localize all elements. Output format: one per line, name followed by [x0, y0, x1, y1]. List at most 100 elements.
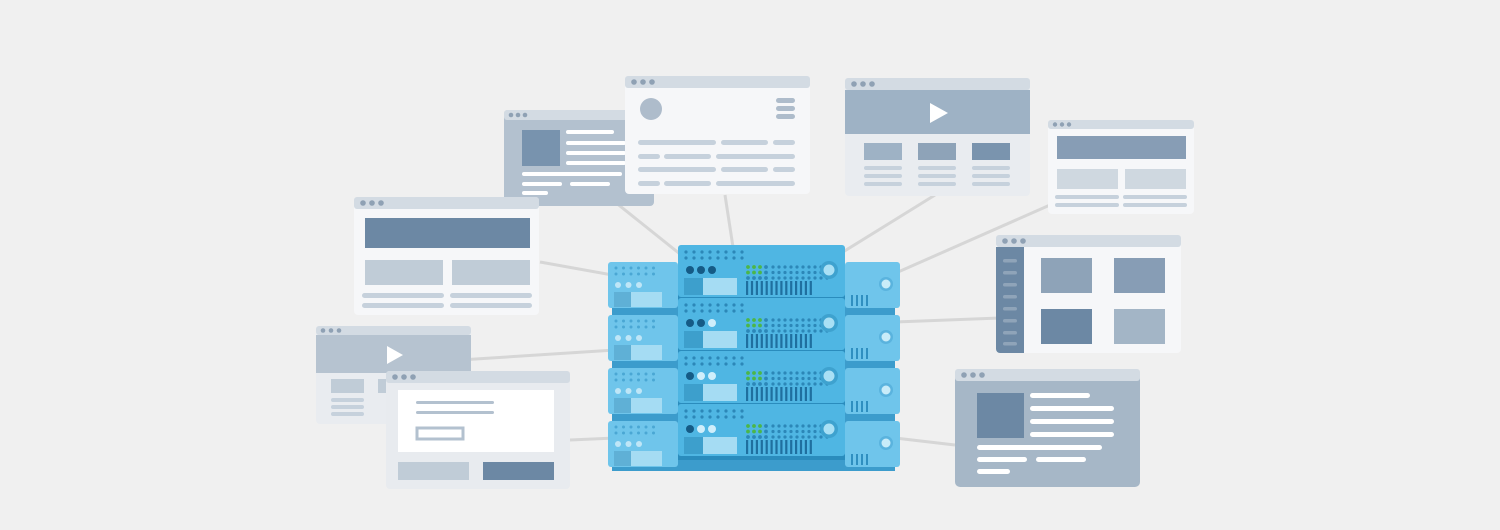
- drive-bay: [631, 451, 662, 466]
- power-button: [824, 424, 835, 435]
- browser-window-banner-layout: [354, 197, 539, 315]
- vent-slot: [751, 281, 753, 295]
- image-placeholder: [977, 393, 1024, 438]
- led: [752, 329, 756, 333]
- status-light: [686, 266, 694, 274]
- vent-slot: [790, 440, 792, 454]
- vent-slot: [766, 281, 768, 295]
- vent-slot: [766, 334, 768, 348]
- vent-slot: [805, 440, 807, 454]
- vent-slot: [761, 440, 763, 454]
- led: [758, 324, 762, 328]
- connector-line: [460, 350, 615, 360]
- led: [758, 318, 762, 322]
- secondary-button: [398, 462, 469, 480]
- led: [758, 265, 762, 269]
- drive-bay: [703, 384, 737, 401]
- led: [764, 329, 768, 333]
- indicator-light: [636, 388, 642, 394]
- led: [746, 430, 750, 434]
- led: [758, 424, 762, 428]
- led: [752, 430, 756, 434]
- vent-slot: [810, 440, 812, 454]
- vent-slot: [775, 440, 777, 454]
- vent-slot: [761, 281, 763, 295]
- vent-slot: [785, 281, 787, 295]
- vent-slot: [756, 440, 758, 454]
- status-light: [686, 425, 694, 433]
- window-dot-icon: [1053, 122, 1057, 126]
- drive-bay: [703, 278, 737, 295]
- vent-slot: [761, 387, 763, 401]
- vent-slot: [785, 387, 787, 401]
- led: [764, 324, 768, 328]
- indicator-light: [615, 388, 621, 394]
- drive-bay: [703, 331, 737, 348]
- led: [758, 377, 762, 381]
- vent-slot: [746, 281, 748, 295]
- indicator-light: [615, 441, 621, 447]
- connector-line: [895, 318, 1000, 322]
- led: [764, 435, 768, 439]
- indicator-light: [636, 335, 642, 341]
- vent-slot: [810, 387, 812, 401]
- vent-slot: [805, 334, 807, 348]
- vent-slot: [761, 334, 763, 348]
- vent-slot: [805, 387, 807, 401]
- power-button: [824, 265, 835, 276]
- status-light: [708, 319, 716, 327]
- led: [764, 430, 768, 434]
- led: [746, 382, 750, 386]
- vent-slot: [780, 387, 782, 401]
- vent-slot: [775, 334, 777, 348]
- led: [764, 276, 768, 280]
- window-dot-icon: [631, 79, 637, 85]
- led: [764, 377, 768, 381]
- status-light: [708, 372, 716, 380]
- led: [746, 324, 750, 328]
- status-light: [697, 266, 705, 274]
- led: [758, 435, 762, 439]
- vent-slot: [756, 387, 758, 401]
- vent-slot: [756, 334, 758, 348]
- drive-bay: [703, 437, 737, 454]
- status-light: [697, 319, 705, 327]
- indicator-light: [615, 282, 621, 288]
- vent-slot: [780, 281, 782, 295]
- form-card: [398, 390, 554, 452]
- vent-slot: [746, 440, 748, 454]
- browser-window-sidebar-grid: [996, 235, 1181, 353]
- led: [746, 435, 750, 439]
- drive-bay: [631, 345, 662, 360]
- led: [764, 318, 768, 322]
- power-button: [882, 333, 891, 342]
- led: [764, 382, 768, 386]
- power-button: [824, 318, 835, 329]
- vent-slot: [766, 440, 768, 454]
- server-rack: [608, 245, 900, 471]
- led: [752, 435, 756, 439]
- led: [758, 271, 762, 275]
- led: [764, 424, 768, 428]
- led: [752, 377, 756, 381]
- led: [752, 271, 756, 275]
- vent-slot: [805, 281, 807, 295]
- window-dot-icon: [961, 372, 967, 378]
- led: [758, 329, 762, 333]
- window-dot-icon: [509, 113, 514, 118]
- vent-slot: [795, 334, 797, 348]
- window-dot-icon: [851, 81, 857, 87]
- vent-slot: [800, 334, 802, 348]
- status-light: [697, 372, 705, 380]
- status-light: [686, 372, 694, 380]
- led: [758, 371, 762, 375]
- vent-slot: [810, 334, 812, 348]
- indicator-light: [636, 282, 642, 288]
- vent-slot: [800, 387, 802, 401]
- indicator-light: [615, 335, 621, 341]
- status-light: [686, 319, 694, 327]
- browser-window-dashboard-small: [1048, 120, 1194, 214]
- indicator-light: [626, 282, 632, 288]
